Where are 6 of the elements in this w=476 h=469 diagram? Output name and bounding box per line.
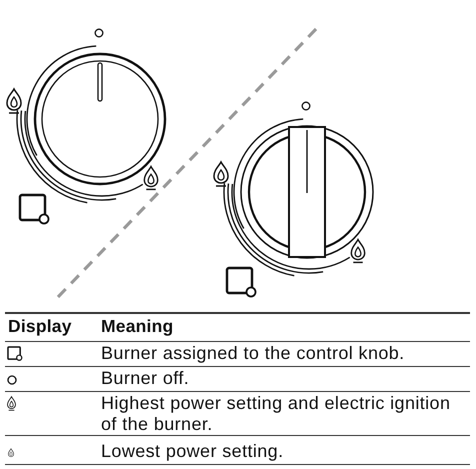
column-header: Meaning bbox=[101, 316, 174, 337]
column-header: Display bbox=[8, 316, 72, 337]
meaning-text: Highest power setting and electric ignition of the burner. bbox=[101, 393, 452, 435]
meaning-text: Burner off. bbox=[101, 368, 190, 389]
meaning-text: Burner assigned to the control knob. bbox=[101, 343, 406, 364]
meaning-text: Lowest power setting. bbox=[101, 441, 284, 462]
